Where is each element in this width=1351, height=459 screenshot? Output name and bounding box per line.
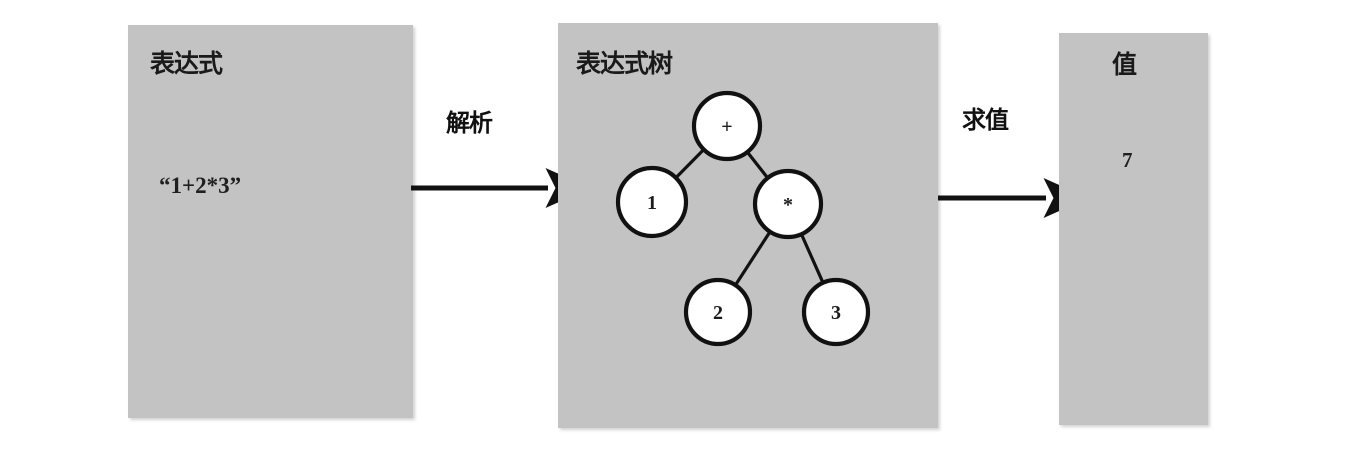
expression-panel-title: 表达式 (150, 51, 223, 78)
tree-node-circle-right_left (683, 277, 753, 347)
tree-node-right[interactable]: * (752, 168, 824, 240)
expression-tree-panel-title: 表达式树 (576, 51, 673, 78)
evaluate-arrow (938, 178, 1089, 218)
expression-string: “1+2*3” (159, 173, 242, 198)
tree-node-group: +1 * 2 3 (615, 90, 871, 347)
value-result: 7 (1122, 148, 1133, 172)
tree-node-label-right_right: 3 (831, 302, 841, 324)
expression-tree-graphic: +1 * 2 3 (615, 90, 871, 347)
evaluate-arrow-label: 求值 (962, 108, 1009, 134)
tree-node-label-right: * (783, 194, 793, 216)
tree-node-left[interactable]: 1 (615, 165, 689, 239)
tree-node-right_right[interactable]: 3 (801, 277, 871, 347)
tree-edge-right-to-right_right (799, 232, 825, 285)
expression-panel (128, 25, 413, 418)
tree-node-circle-root (691, 90, 763, 162)
value-panel-title: 值 (1112, 52, 1137, 79)
tree-node-circle-right_right (801, 277, 871, 347)
tree-node-root[interactable]: + (691, 90, 763, 162)
tree-edge-root-to-right (745, 150, 770, 180)
expression-tree-panel (558, 23, 938, 428)
tree-node-label-root: + (721, 116, 732, 138)
tree-node-label-left: 1 (647, 192, 657, 214)
tree-node-right_left[interactable]: 2 (683, 277, 753, 347)
tree-edge-root-to-left (674, 147, 706, 180)
tree-edge-group (674, 147, 825, 287)
tree-node-circle-left (615, 165, 689, 239)
value-panel (1059, 33, 1208, 425)
tree-node-label-right_left: 2 (713, 302, 723, 324)
parse-arrow (411, 168, 591, 208)
parse-arrow-label: 解析 (446, 111, 493, 137)
tree-node-circle-right (752, 168, 824, 240)
tree-edge-right-to-right_left (733, 229, 772, 287)
